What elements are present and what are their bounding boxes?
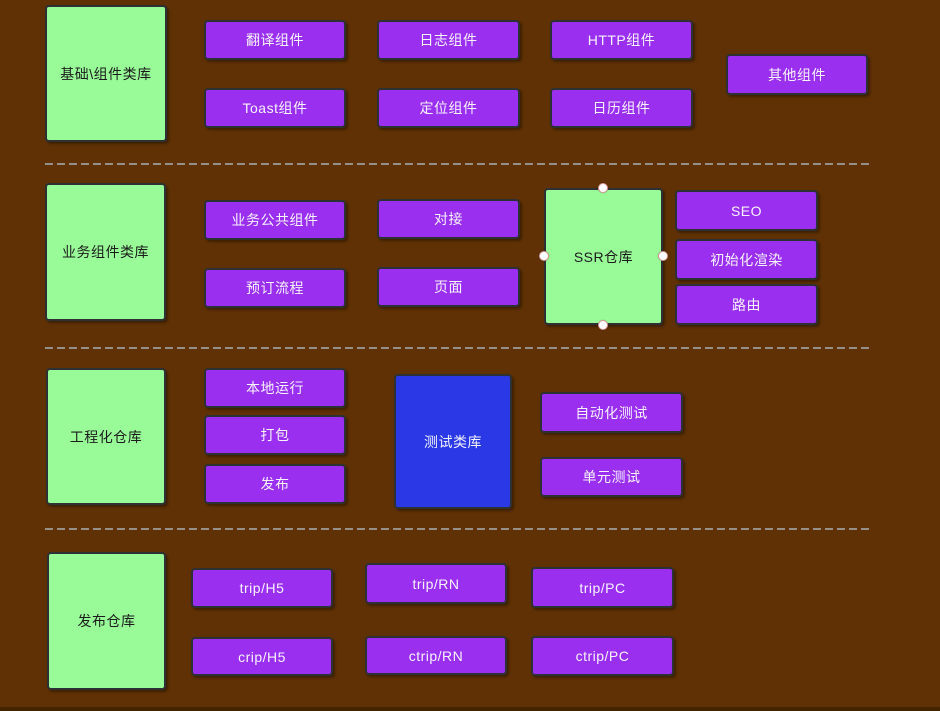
node-trip-rn[interactable]: trip/RN [365,563,507,604]
node-translate-component[interactable]: 翻译组件 [204,20,346,60]
node-http-component[interactable]: HTTP组件 [550,20,693,60]
node-ctrip-pc[interactable]: ctrip/PC [531,636,674,676]
node-initial-render[interactable]: 初始化渲染 [675,239,818,280]
node-local-run[interactable]: 本地运行 [204,368,346,408]
resize-handle-bottom[interactable] [598,320,608,330]
node-locate-component[interactable]: 定位组件 [377,88,520,128]
node-booking-flow[interactable]: 预订流程 [204,268,346,308]
node-route[interactable]: 路由 [675,284,818,325]
node-automation-test[interactable]: 自动化测试 [540,392,683,433]
row-separator-2 [45,347,870,349]
row-separator-1 [45,163,870,165]
node-release-repo[interactable]: 发布仓库 [47,552,166,690]
node-connect[interactable]: 对接 [377,199,520,239]
node-test-library[interactable]: 测试类库 [394,374,512,509]
node-pack[interactable]: 打包 [204,415,346,455]
resize-handle-left[interactable] [539,251,549,261]
node-crip-h5[interactable]: crip/H5 [191,637,333,676]
row-separator-3 [45,528,870,530]
node-calendar-component[interactable]: 日历组件 [550,88,693,128]
node-business-common-component[interactable]: 业务公共组件 [204,200,346,240]
node-page[interactable]: 页面 [377,267,520,307]
node-log-component[interactable]: 日志组件 [377,20,520,60]
resize-handle-right[interactable] [658,251,668,261]
resize-handle-top[interactable] [598,183,608,193]
node-trip-h5[interactable]: trip/H5 [191,568,333,608]
node-publish[interactable]: 发布 [204,464,346,504]
node-ssr-repo-selected[interactable]: SSR仓库 [544,188,663,325]
node-seo[interactable]: SEO [675,190,818,231]
node-unit-test[interactable]: 单元测试 [540,457,683,497]
node-business-component-library[interactable]: 业务组件类库 [45,183,166,321]
node-other-component[interactable]: 其他组件 [726,54,868,95]
node-base-component-library[interactable]: 基础\组件类库 [45,5,167,142]
node-engineering-repo[interactable]: 工程化仓库 [46,368,166,505]
node-ctrip-rn[interactable]: ctrip/RN [365,636,507,675]
node-toast-component[interactable]: Toast组件 [204,88,346,128]
canvas-bottom-edge [0,707,940,711]
node-trip-pc[interactable]: trip/PC [531,567,674,608]
